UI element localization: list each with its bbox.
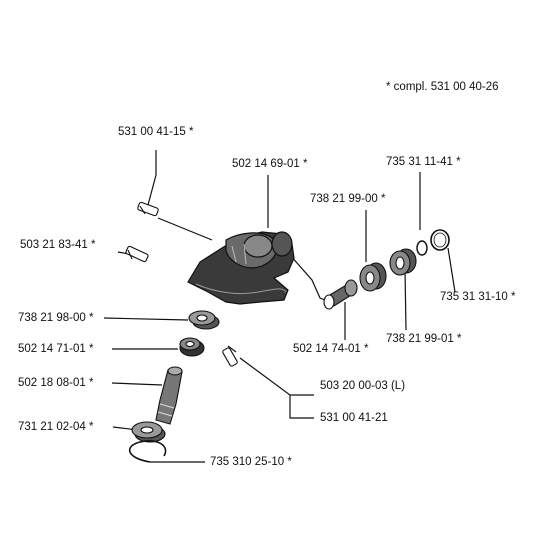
part-label: 503 21 83-41 * [20,239,96,251]
leader-line [103,317,189,321]
bearing-731-21-02-04 [131,421,166,443]
complete-assembly-note: * compl. 531 00 40-26 [386,81,499,93]
part-label: 735 31 31-10 * [440,291,516,303]
part-label: 731 21 02-04 * [18,421,94,433]
part-label: 735 310 25-10 * [210,456,292,468]
part-label: 531 00 41-15 * [118,126,194,138]
leader-line [447,247,456,293]
part-label: 738 21 98-00 * [18,312,94,324]
ring-735-31-11-41 [416,240,428,256]
screw-503-21-83-41 [125,245,149,263]
gear-502-14-71-01 [179,337,205,357]
bearing-738-21-99-00 [359,262,387,292]
circlip-735-31-31-10 [430,229,450,251]
gear-housing-502-14-69-01 [187,231,295,305]
part-label: 735 31 11-41 * [386,156,461,168]
leader-line [239,357,314,419]
shaft-502-18-08-01 [155,366,183,425]
part-label: 502 14 69-01 * [232,158,308,170]
leader-line [111,382,163,386]
part-label: 531 00 41-21 [320,412,388,424]
part-label: 738 21 99-00 * [310,193,386,205]
leader-line [404,269,407,331]
part-label: 738 21 99-01 * [386,333,462,345]
axis-line [289,254,331,303]
bearing-738-21-98-00 [188,310,220,330]
part-label: 502 14 71-01 * [18,343,94,355]
shaft-502-14-74-01 [323,279,358,310]
part-label: 502 18 08-01 * [18,377,94,389]
part-label: 503 20 00-03 (L) [320,380,406,392]
axis-line [157,217,213,241]
screw-503-20-00-03 [222,345,238,367]
part-label: 502 14 74-01 * [293,343,369,355]
circlip-735-310-25-10 [129,440,167,463]
bearing-738-21-99-01 [389,248,417,276]
screw-531-00-41-15 [137,201,159,217]
leader-line [147,150,157,206]
